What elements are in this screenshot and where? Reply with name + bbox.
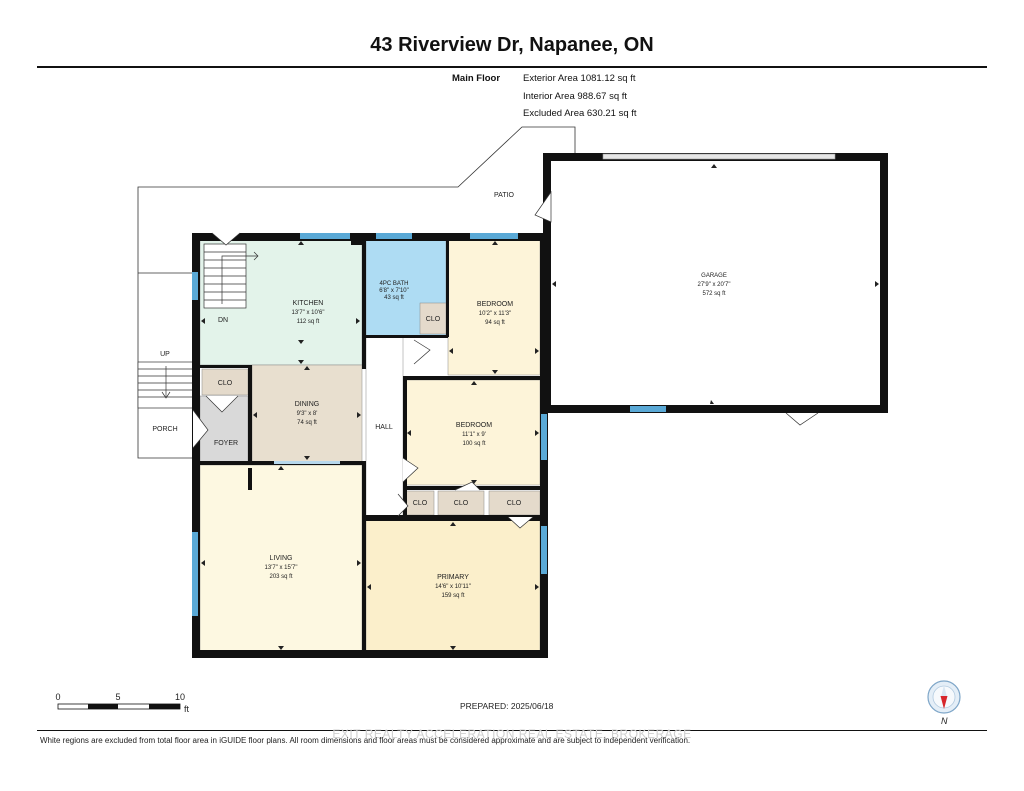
footer-divider <box>37 730 987 731</box>
bedroom1-room <box>447 239 541 376</box>
porch-stairs <box>137 361 194 409</box>
disclaimer-text: White regions are excluded from total fl… <box>40 736 691 745</box>
bedroom2-label: BEDROOM 11'1" x 9' 100 sq ft <box>456 422 492 447</box>
interior-stairs <box>203 243 259 309</box>
floor-name: Main Floor <box>452 73 501 84</box>
closet-bedroom2-a <box>437 490 485 516</box>
primary-area: 159 sq ft <box>441 593 464 599</box>
kitchen-name: KITCHEN <box>293 300 324 307</box>
bedroom1-area: 94 sq ft <box>485 320 505 326</box>
dining-room <box>251 364 363 463</box>
interior-area: Interior Area 988.67 sq ft <box>523 91 628 102</box>
bedroom1-dims: 10'2" x 11'3" <box>479 311 511 317</box>
living-room <box>199 464 363 653</box>
closet-bedroom1-label: CLO <box>426 316 441 323</box>
kitchen-dims: 13'7" x 10'6" <box>292 310 325 316</box>
dining-label: DINING 9'3" x 8' 74 sq ft <box>295 401 320 426</box>
page-title: 43 Riverview Dr, Napanee, ON <box>370 34 654 56</box>
patio-label: PATIO <box>494 192 515 199</box>
closet-bedroom1 <box>419 302 447 335</box>
windows <box>192 233 666 616</box>
bath-dims: 6'8" x 7'10" <box>379 288 409 294</box>
closet-dining-label: CLO <box>218 380 233 387</box>
primary-dims: 14'6" x 10'11" <box>435 584 471 590</box>
living-label: LIVING 13'7" x 15'7" 203 sq ft <box>265 555 298 580</box>
scale-bar: 0 5 10 ft <box>55 692 189 714</box>
closet-bedroom2-b-label: CLO <box>507 500 522 507</box>
garage-label: GARAGE 27'9" x 20'7" 572 sq ft <box>698 273 731 297</box>
living-name: LIVING <box>270 555 293 562</box>
stairs-down-label: DN <box>218 317 228 324</box>
brokerage-watermark: EXIT REALTY ACCELERATION REAL ESTATE, BR… <box>332 727 692 741</box>
garage-room <box>551 162 881 406</box>
title-divider <box>37 66 987 68</box>
stairs-up-label: UP <box>160 351 170 358</box>
kitchen-label: KITCHEN 13'7" x 10'6" 112 sq ft <box>292 300 325 325</box>
foyer-label: FOYER <box>214 440 238 447</box>
scale-tick-10: 10 <box>175 692 185 702</box>
compass-north-label: N <box>941 716 948 726</box>
garage-dims: 27'9" x 20'7" <box>698 282 731 288</box>
scale-tick-5: 5 <box>115 692 120 702</box>
hall-label: HALL <box>375 424 393 431</box>
living-area: 203 sq ft <box>269 574 292 580</box>
living-dims: 13'7" x 15'7" <box>265 565 298 571</box>
scale-unit: ft <box>184 704 190 714</box>
bath-area: 43 sq ft <box>384 295 404 301</box>
primary-label: PRIMARY 14'6" x 10'11" 159 sq ft <box>435 574 471 599</box>
garage-name: GARAGE <box>701 273 727 279</box>
doors <box>192 190 819 529</box>
bath-label: 4PC BATH 6'8" x 7'10" 43 sq ft <box>379 281 409 301</box>
exterior-area: Exterior Area 1081.12 sq ft <box>523 73 636 84</box>
primary-name: PRIMARY <box>437 574 469 581</box>
closet-hall <box>405 490 435 516</box>
bedroom2-area: 100 sq ft <box>462 441 485 447</box>
closet-bedroom2-a-label: CLO <box>454 500 469 507</box>
hall-room <box>365 336 404 518</box>
patio-outline <box>137 126 576 459</box>
dining-dims: 9'3" x 8' <box>297 411 318 417</box>
bedroom2-dims: 11'1" x 9' <box>462 432 486 438</box>
closet-hall-label: CLO <box>413 500 428 507</box>
closet-dining <box>201 368 249 396</box>
porch-label: PORCH <box>152 426 177 433</box>
primary-room <box>365 519 541 653</box>
scale-tick-0: 0 <box>55 692 60 702</box>
excluded-area: Excluded Area 630.21 sq ft <box>523 108 637 119</box>
dimension-markers <box>201 164 879 650</box>
closet-bedroom2-b <box>488 490 541 516</box>
dining-area: 74 sq ft <box>297 420 317 426</box>
bedroom2-name: BEDROOM <box>456 422 492 429</box>
kitchen-area: 112 sq ft <box>297 319 320 325</box>
compass-icon: N <box>927 680 961 726</box>
bedroom1-label: BEDROOM 10'2" x 11'3" 94 sq ft <box>477 301 513 326</box>
garage-door <box>602 153 836 160</box>
prepared-date: PREPARED: 2025/06/18 <box>460 701 554 711</box>
dining-name: DINING <box>295 401 320 408</box>
bath-name: 4PC BATH <box>380 281 409 287</box>
bedroom1-name: BEDROOM <box>477 301 513 308</box>
garage-area: 572 sq ft <box>702 291 725 297</box>
